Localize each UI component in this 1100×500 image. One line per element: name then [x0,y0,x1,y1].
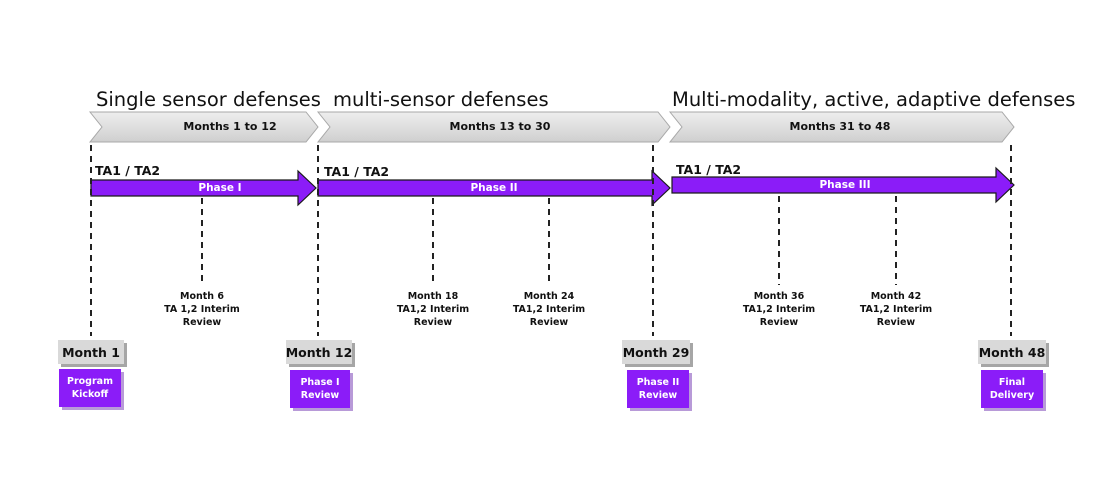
event-phase-1-review: Phase I Review [290,370,350,408]
milestone-month-12: Month 12 [286,340,352,364]
phase-1-months-label: Months 1 to 12 [183,120,277,133]
event-line-2: Delivery [989,390,1035,401]
event-line-1: Program [67,376,113,387]
event-line-1: Phase I [300,377,340,388]
interim-review-title: Month 36 [753,291,805,302]
milestone-month-29: Month 29 [622,340,690,364]
interim-review-subtitle: TA 1,2 Interim [164,304,240,315]
interim-review-label: Review [182,317,222,328]
interim-review-label: Review [529,317,569,328]
phase-3-chevron [668,111,1015,143]
event-line-2: Kickoff [71,389,109,400]
event-phase-2-review: Phase II Review [627,370,689,408]
phase-2-months-label: Months 13 to 30 [449,120,551,133]
phase-1-arrow-label: Phase I [198,182,242,194]
interim-review-month-36: Month 36 TA1,2 Interim Review [729,290,829,329]
milestone-lines [90,145,1012,336]
interim-review-label: Review [759,317,799,328]
interim-review-subtitle: TA1,2 Interim [859,304,933,315]
interim-review-title: Month 24 [523,291,575,302]
event-line-2: Review [300,390,340,401]
phase-1-chevron [88,111,319,143]
phase-3-ta-label: TA1 / TA2 [676,162,742,177]
milestone-month-1: Month 1 [58,340,124,364]
phase-2-arrow-label: Phase II [470,182,518,194]
phase-2-chevron [316,111,671,143]
interim-review-subtitle: TA1,2 Interim [742,304,816,315]
interim-review-label: Review [876,317,916,328]
interim-review-subtitle: TA1,2 Interim [512,304,586,315]
phase-3-arrow [671,166,1015,204]
interim-review-label: Review [413,317,453,328]
interim-review-title: Month 18 [407,291,459,302]
interim-lines [201,196,897,285]
phase-1-ta-label: TA1 / TA2 [95,163,161,178]
interim-review-month-6: Month 6 TA 1,2 Interim Review [152,290,252,329]
event-line-2: Review [638,390,678,401]
phase-3-arrow-label: Phase III [819,179,871,191]
interim-review-month-24: Month 24 TA1,2 Interim Review [499,290,599,329]
interim-review-month-18: Month 18 TA1,2 Interim Review [383,290,483,329]
phase-1-heading: Single sensor defenses [96,88,321,111]
interim-review-title: Month 6 [180,291,224,302]
phase-1-arrow [90,169,317,207]
interim-review-title: Month 42 [870,291,922,302]
phase-2-heading: multi-sensor defenses [333,88,549,111]
interim-review-subtitle: TA1,2 Interim [396,304,470,315]
phase-3-months-label: Months 31 to 48 [789,120,891,133]
phase-3-heading: Multi-modality, active, adaptive defense… [672,88,1076,111]
milestone-month-48: Month 48 [978,340,1046,364]
event-line-1: Phase II [636,377,680,388]
interim-review-month-42: Month 42 TA1,2 Interim Review [846,290,946,329]
event-line-1: Final [998,377,1026,388]
phase-2-ta-label: TA1 / TA2 [324,164,390,179]
